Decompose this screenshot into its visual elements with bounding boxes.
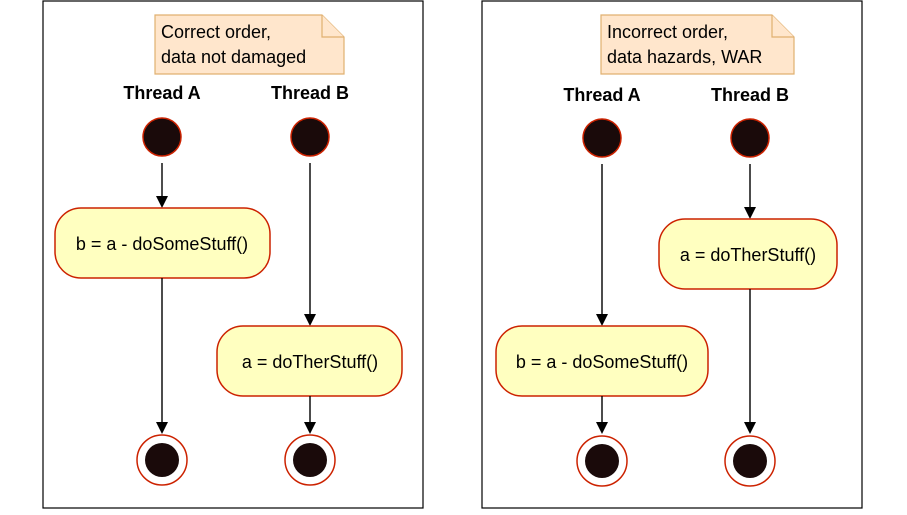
note-right-line2: data hazards, WAR	[607, 47, 762, 67]
panel-right-thread-a-end-node	[585, 444, 619, 478]
panel-right-thread-b-arrowhead-2	[744, 422, 756, 434]
panel-right: Incorrect order, data hazards, WAR Threa…	[481, 0, 863, 509]
panel-right-thread-b-title: Thread B	[711, 85, 789, 105]
panel-left-thread-a-action-label: b = a - doSomeStuff()	[76, 234, 248, 254]
panel-right-thread-a-arrowhead-2	[596, 422, 608, 434]
panel-right-thread-b-action	[658, 218, 838, 290]
panel-right-thread-b-arrowhead-1	[744, 207, 756, 219]
note-right-body	[600, 14, 795, 75]
note-left-body	[154, 14, 345, 75]
panel-left-thread-a-flow: b = a - doSomeStuff()	[54, 117, 271, 486]
panel-right-thread-b-start-node	[730, 118, 770, 158]
panel-right-thread-b-end-node	[733, 444, 767, 478]
panel-left-thread-a-arrowhead-2	[156, 422, 168, 434]
panel-left-thread-b-flow: a = doTherStuff()	[216, 117, 403, 486]
note-right-line1: Incorrect order,	[607, 22, 728, 42]
panel-left: Correct order, data not damaged Thread A…	[42, 0, 424, 509]
panel-left-thread-a-start-node	[142, 117, 182, 157]
panel-right-thread-b-flow: a = doTherStuff()	[658, 118, 838, 487]
note-right-fold-icon	[771, 15, 794, 38]
panel-left-thread-a-title: Thread A	[123, 83, 200, 103]
panel-left-thread-b-end-node	[293, 443, 327, 477]
panel-right-thread-a-flow: b = a - doSomeStuff()	[495, 118, 709, 487]
panel-right-thread-b-action-label: a = doTherStuff()	[680, 245, 816, 265]
panel-right-note: Incorrect order, data hazards, WAR	[600, 14, 795, 75]
panel-right-thread-a-title: Thread A	[563, 85, 640, 105]
note-left-line1: Correct order,	[161, 22, 271, 42]
panel-left-thread-b-title: Thread B	[271, 83, 349, 103]
panel-left-thread-a-arrowhead-1	[156, 196, 168, 208]
panel-left-note: Correct order, data not damaged	[154, 14, 345, 75]
panel-left-thread-a-end-node	[145, 443, 179, 477]
panel-right-thread-a-action-label: b = a - doSomeStuff()	[516, 352, 688, 372]
panel-left-thread-b-action-label: a = doTherStuff()	[242, 352, 378, 372]
panel-left-thread-b-arrowhead-2	[304, 422, 316, 434]
panel-left-thread-b-arrowhead-1	[304, 314, 316, 326]
note-left-fold-icon	[321, 15, 344, 38]
panel-left-thread-b-start-node	[290, 117, 330, 157]
panel-right-thread-a-arrowhead-1	[596, 314, 608, 326]
note-left-line2: data not damaged	[161, 47, 306, 67]
panel-right-thread-a-start-node	[582, 118, 622, 158]
